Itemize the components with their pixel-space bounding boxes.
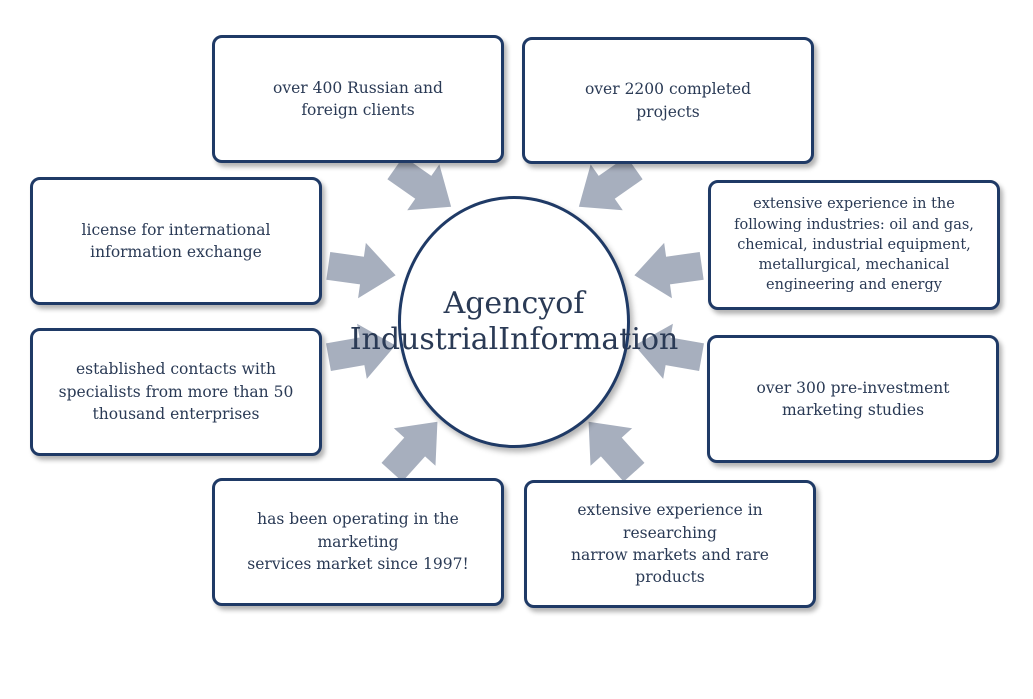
fact-text-contacts: established contacts with specialists fro… bbox=[59, 358, 294, 425]
text-line: of Industrial bbox=[349, 286, 585, 357]
text-line: Information bbox=[498, 322, 679, 357]
text-line: services market since 1997! bbox=[247, 555, 469, 574]
text-line: following industries: oil and gas, bbox=[734, 216, 974, 233]
fact-box-projects: over 2200 completed projects bbox=[522, 37, 814, 164]
text-line: information exchange bbox=[90, 243, 262, 261]
text-line: extensive experience in the bbox=[753, 196, 955, 213]
fact-box-since-1997: has been operating in the marketing servi… bbox=[212, 478, 504, 606]
text-line: Agency bbox=[443, 286, 556, 321]
arrow-bottom-right bbox=[588, 421, 645, 482]
agency-title-circle: Agencyof IndustrialInformation bbox=[350, 196, 678, 448]
text-line: specialists from more than 50 bbox=[58, 382, 294, 401]
arrow-top-left bbox=[387, 156, 452, 211]
text-line: has been operating in the marketing bbox=[257, 510, 459, 551]
agency-title: Agencyof IndustrialInformation bbox=[350, 286, 679, 358]
text-line: established contacts with bbox=[75, 360, 277, 379]
fact-text-industries: extensive experience in the following ind… bbox=[734, 194, 974, 295]
arrow-left-upper bbox=[326, 242, 396, 299]
text-line: over 400 Russian and bbox=[273, 78, 443, 97]
text-line: projects bbox=[636, 102, 700, 121]
text-line: chemical, industrial equipment, bbox=[737, 236, 971, 253]
fact-box-clients: over 400 Russian and foreign clients bbox=[212, 35, 504, 163]
fact-box-contacts: established contacts with specialists fro… bbox=[30, 328, 322, 456]
fact-text-clients: over 400 Russian and foreign clients bbox=[273, 77, 443, 122]
arrow-right-upper bbox=[634, 242, 704, 299]
fact-box-license: license for international information exc… bbox=[30, 177, 322, 305]
fact-text-license: license for international information exc… bbox=[82, 219, 271, 264]
text-line: over 2200 completed bbox=[584, 80, 752, 99]
arrow-right-lower bbox=[634, 323, 704, 379]
text-line: marketing studies bbox=[781, 401, 925, 419]
fact-box-studies: over 300 pre-investment marketing studies bbox=[707, 335, 999, 463]
arrow-left-lower bbox=[326, 323, 396, 379]
text-line: narrow markets and rare products bbox=[571, 546, 769, 587]
fact-text-studies: over 300 pre-investment marketing studies bbox=[757, 377, 950, 422]
text-line: metallurgical, mechanical bbox=[758, 257, 950, 274]
text-line: license for international bbox=[81, 220, 271, 239]
fact-text-since-1997: has been operating in the marketing servi… bbox=[225, 508, 491, 575]
text-line: extensive experience in researching bbox=[577, 501, 763, 542]
text-line: thousand enterprises bbox=[92, 405, 260, 424]
text-line: engineering and energy bbox=[766, 277, 942, 294]
fact-text-projects: over 2200 completed projects bbox=[585, 78, 751, 123]
arrow-top-right bbox=[578, 156, 643, 211]
text-line: foreign clients bbox=[301, 101, 415, 119]
fact-box-industries: extensive experience in the following ind… bbox=[708, 180, 1000, 310]
text-line: over 300 pre-investment bbox=[756, 378, 950, 397]
arrow-bottom-left bbox=[381, 421, 438, 482]
